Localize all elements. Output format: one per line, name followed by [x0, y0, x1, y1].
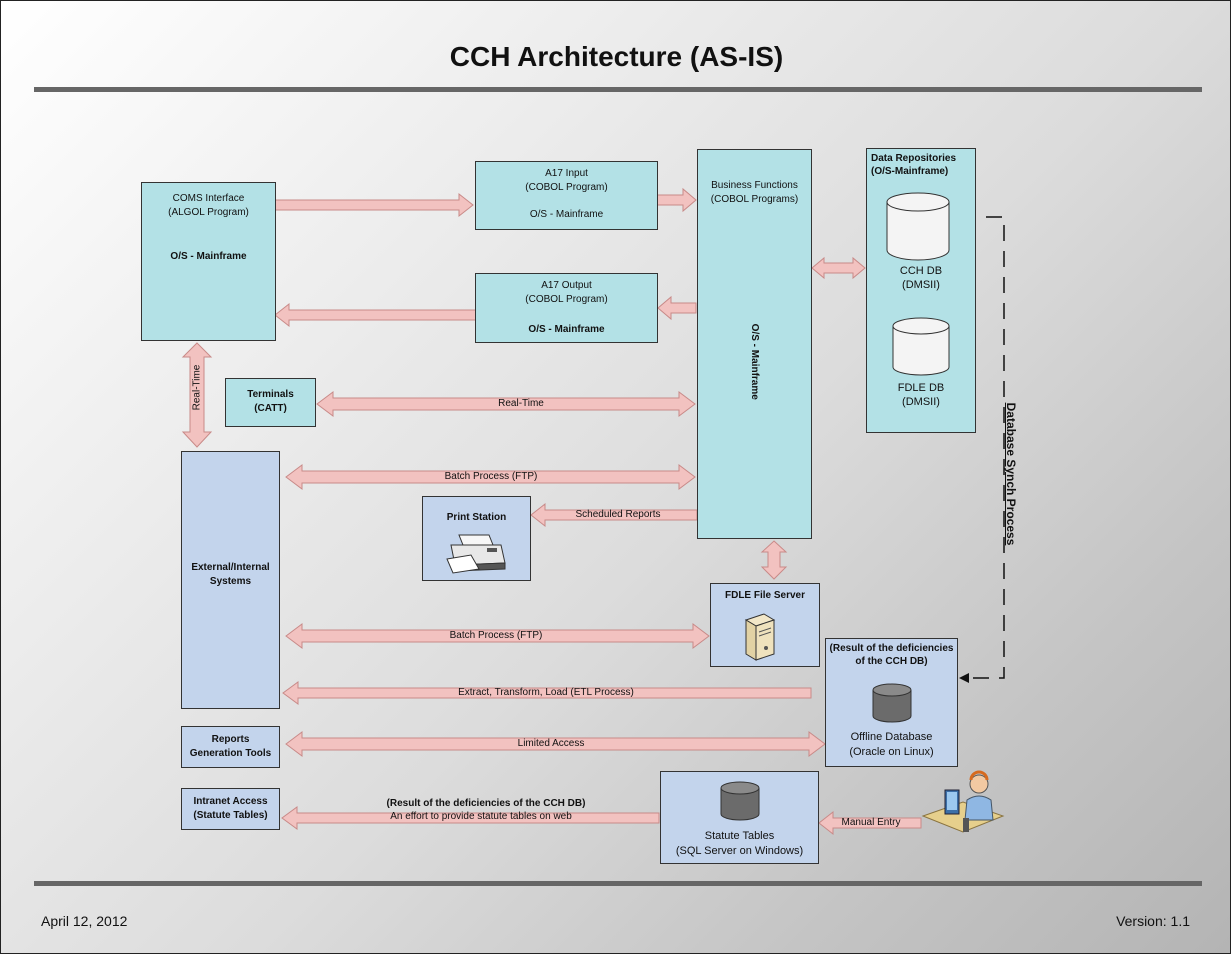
statute-db-cylinder-icon	[720, 781, 760, 821]
reports-line2: Generation Tools	[189, 748, 272, 759]
cch-db-type: (DMSII)	[902, 279, 940, 291]
intranet-note-label: (Result of the deficiencies of the CCH D…	[386, 798, 586, 809]
offline-line1: Offline Database	[850, 731, 933, 743]
coms-interface-box: COMS Interface (ALGOL Program) O/S - Mai…	[141, 182, 276, 341]
fdle-db-type: (DMSII)	[902, 396, 940, 408]
intranet-line2: (Statute Tables)	[193, 810, 268, 821]
external-internal-systems-box: External/Internal Systems	[181, 451, 280, 709]
fdle-db-cylinder-icon	[892, 317, 950, 376]
offline-db-cylinder-icon	[872, 683, 912, 723]
page-title: CCH Architecture (AS-IS)	[449, 41, 784, 72]
terminals-box: Terminals (CATT)	[225, 378, 316, 427]
top-divider	[34, 87, 1202, 92]
a17-input-line1: A17 Input	[545, 168, 588, 179]
offline-note1: (Result of the deficiencies	[829, 643, 954, 654]
arrow-business-fileserver	[760, 540, 788, 580]
external-line2: Systems	[209, 576, 252, 587]
fdle-file-server-box: FDLE File Server	[710, 583, 820, 667]
realtime-vertical-label: Real-Time	[191, 364, 203, 411]
coms-line3: O/S - Mainframe	[170, 251, 247, 262]
business-line2: (COBOL Programs)	[710, 194, 799, 205]
offline-line2: (Oracle on Linux)	[849, 746, 934, 758]
offline-database-box: (Result of the deficiencies of the CCH D…	[825, 638, 958, 767]
scheduled-reports-label: Scheduled Reports	[575, 509, 661, 520]
coms-line2: (ALGOL Program)	[168, 207, 249, 218]
a17-output-box: A17 Output (COBOL Program) O/S - Mainfra…	[475, 273, 658, 343]
a17-output-line3: O/S - Mainframe	[528, 324, 605, 335]
arrow-business-repos	[811, 256, 866, 280]
printer-icon	[446, 534, 506, 574]
repos-line1: Data Repositories	[871, 153, 957, 164]
terminals-line2: (CATT)	[254, 403, 287, 414]
etl-label: Extract, Transform, Load (ETL Process)	[458, 687, 634, 698]
bottom-divider	[34, 881, 1202, 886]
intranet-line1: Intranet Access	[193, 796, 268, 807]
statute-line2: (SQL Server on Windows)	[675, 845, 804, 857]
fdle-db-label: FDLE DB	[897, 382, 945, 394]
a17-input-box: A17 Input (COBOL Program) O/S - Mainfram…	[475, 161, 658, 230]
limited-access-label: Limited Access	[517, 738, 585, 749]
reports-generation-tools-box: Reports Generation Tools	[181, 726, 280, 768]
print-station-label: Print Station	[446, 512, 507, 523]
realtime-terminals-label: Real-Time	[498, 398, 544, 409]
data-repositories-box: Data Repositories (O/S-Mainframe) CCH DB…	[866, 148, 976, 433]
intranet-effort-label: An effort to provide statute tables on w…	[390, 811, 572, 822]
footer-date: April 12, 2012	[41, 913, 128, 929]
reports-line1: Reports	[211, 734, 250, 745]
database-synch-label: Database Synch Process	[1004, 402, 1018, 546]
business-line1: Business Functions	[711, 180, 798, 191]
coms-line1: COMS Interface	[172, 193, 245, 204]
repos-line2: (O/S-Mainframe)	[871, 166, 949, 177]
print-station-box: Print Station	[422, 496, 531, 581]
a17-input-line3: O/S - Mainframe	[529, 209, 604, 220]
batch-ftp-1-label: Batch Process (FTP)	[444, 471, 538, 482]
file-server-icon	[744, 613, 776, 661]
business-vertical-label: O/S - Mainframe	[748, 323, 760, 400]
statute-tables-box: Statute Tables (SQL Server on Windows)	[660, 771, 819, 864]
a17-input-line2: (COBOL Program)	[525, 182, 608, 193]
arrow-business-to-a17-output	[657, 295, 697, 321]
synch-arrowhead	[959, 673, 969, 683]
arrow-a17-input-to-business	[656, 187, 697, 213]
cch-db-label: CCH DB	[899, 265, 943, 277]
manual-entry-label: Manual Entry	[841, 817, 901, 828]
cch-db-cylinder-icon	[886, 192, 950, 261]
person-at-computer-icon	[921, 770, 1005, 833]
arrow-coms-to-a17-input	[274, 192, 474, 218]
terminals-line1: Terminals	[247, 389, 294, 400]
offline-note2: of the CCH DB)	[855, 656, 928, 667]
a17-output-line2: (COBOL Program)	[525, 294, 608, 305]
business-functions-box: Business Functions (COBOL Programs) O/S …	[697, 149, 812, 539]
arrow-a17-output-to-coms	[274, 302, 477, 328]
intranet-access-box: Intranet Access (Statute Tables)	[181, 788, 280, 830]
batch-ftp-2-label: Batch Process (FTP)	[449, 630, 543, 641]
footer-version: Version: 1.1	[1116, 913, 1190, 929]
statute-line1: Statute Tables	[704, 830, 775, 842]
a17-output-line1: A17 Output	[541, 280, 592, 291]
file-server-label: FDLE File Server	[724, 590, 806, 601]
external-line1: External/Internal	[191, 562, 270, 573]
